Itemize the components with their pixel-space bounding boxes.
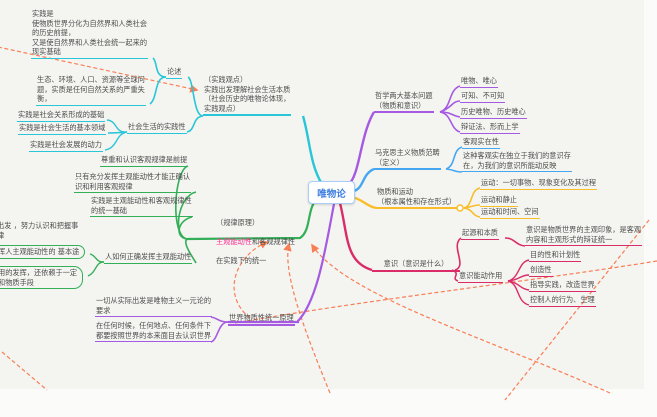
node-practice-premise[interactable]: 实践是 使物质世界分化为自然界和人类社会 的历史前提， 又是使自然界和人类社会统…	[31, 9, 149, 59]
node-practice-basis-relations[interactable]: 实践是社会关系形成的基础	[17, 110, 106, 122]
node-material-conditions[interactable]: 用的发挥，还依赖于一定 和物质手段	[0, 266, 84, 290]
node-objective-reality[interactable]: 客观实在性	[462, 137, 500, 149]
node-matter-motion[interactable]: 物质和运动 （根本属性和存在形式）	[376, 187, 458, 210]
node-practice-basic-field[interactable]: 实践是社会生活的基本领域	[18, 123, 107, 135]
node-proceed-from-reality[interactable]: 一切从实际出发是唯物主义一元论的 要求	[95, 296, 213, 318]
node-practice-unity-basis[interactable]: 实践是主观能动性和客观规律性 的统一基础	[90, 196, 193, 218]
node-practice-view[interactable]: （实践观点） 实践出发理解社会生活本质 （社会历史的唯物论体现， 实践观点）	[203, 75, 292, 117]
node-control-behavior[interactable]: 控制人的行为、生理	[529, 295, 596, 307]
node-philosophy-questions[interactable]: 哲学两大基本问题 （物质和意识）	[374, 91, 434, 114]
node-law-principle[interactable]: （规律原理） 主观能动性和客观规律性 在实践下的统一	[215, 208, 296, 267]
node-knowable-unknowable[interactable]: 可知、不可知	[460, 91, 506, 103]
root-node-materialism[interactable]: 唯物论	[308, 181, 355, 204]
node-purpose-planning[interactable]: 目的性和计划性	[529, 250, 582, 262]
law-principle-rest: 和客观规律性	[251, 236, 296, 246]
node-world-unity[interactable]: 世界物质性统一原理	[228, 313, 295, 326]
node-basic-way[interactable]: 挥人主观能动性的 基本途	[0, 245, 86, 259]
node-motion-definition[interactable]: 运动：一切事物、现象变化及其过程	[480, 178, 598, 190]
law-principle-highlight: 主观能动性	[216, 236, 252, 246]
node-consciousness[interactable]: 意识（意识是什么）	[372, 259, 460, 272]
node-respect-law-premise[interactable]: 尊重和认识客观规律是前提	[100, 155, 189, 167]
node-guide-practice[interactable]: 指导实践，改造世界	[529, 280, 596, 292]
node-marx-matter-category[interactable]: 马克思主义物质范畴 （定义）	[374, 148, 441, 171]
node-global-issues[interactable]: 生态、环境、人口、资源等全球问 题，实质是任何自然关系的严重失 衡，	[36, 75, 146, 106]
node-origin-essence[interactable]: 起源和本质	[461, 228, 499, 240]
node-exert-subjectivity[interactable]: 只有充分发挥主观能动性才能正确认 识和利用客观规律	[74, 172, 192, 194]
node-practice-social-power[interactable]: 实践是社会发展的动力	[29, 140, 103, 152]
node-know-world-as-is[interactable]: 在任何时候，任何地点、任何条件下 都要按照世界的本来面目去认识世界	[95, 321, 213, 343]
node-materialism-idealism[interactable]: 唯物、唯心	[460, 76, 498, 88]
node-origin-essence-detail[interactable]: 意识是物质世界的主观印象，是客观 内容和主观形式的辩证统一	[525, 225, 643, 247]
node-how-to-exert[interactable]: 人如何正确发挥主观能动性	[104, 252, 193, 264]
node-objective-reality-detail[interactable]: 这种客观实在独立于我们的意识存 在，为我们的意识所能动反映	[462, 151, 572, 173]
node-historical-views[interactable]: 历史唯物、历史唯心	[460, 107, 527, 119]
node-creativity[interactable]: 创造性	[529, 265, 553, 277]
node-motion-time-space[interactable]: 运动和时间、空间	[480, 207, 540, 219]
node-conscious-role[interactable]: 意识能动作用	[458, 271, 504, 283]
law-principle-rest2: 在实践下的统一	[216, 255, 267, 265]
node-social-life-practice[interactable]: 社会生活的实践性	[127, 122, 187, 134]
node-dialectics-metaphysics[interactable]: 辩证法、形而上学	[460, 122, 520, 134]
node-cutoff-grasp-law[interactable]: 出发 ，努力认识和把握事 律	[0, 221, 79, 240]
node-motion-stillness[interactable]: 运动和静止	[480, 195, 518, 207]
node-discussion[interactable]: 论述	[166, 67, 183, 79]
law-principle-prefix: （规律原理）	[216, 217, 260, 227]
